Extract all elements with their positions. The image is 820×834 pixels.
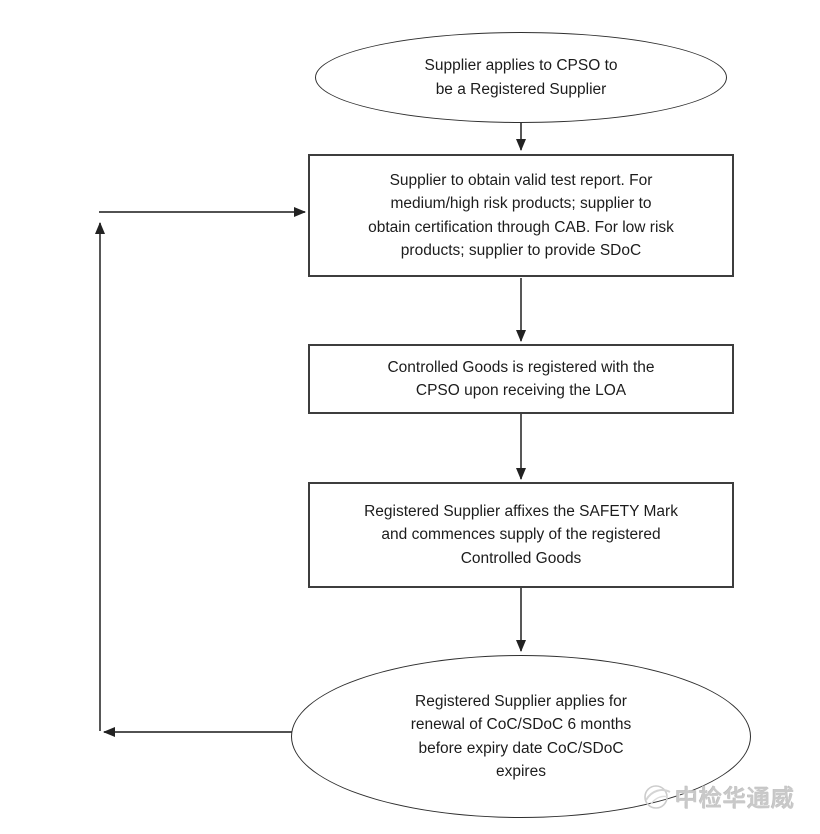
- node-text: Registered Supplier affixes the SAFETY M…: [364, 502, 678, 567]
- flow-node-affix-safety-mark: Registered Supplier affixes the SAFETY M…: [308, 482, 734, 588]
- node-text: Registered Supplier applies for renewal …: [410, 692, 632, 781]
- flow-node-start-ellipse: Supplier applies to CPSO to be a Registe…: [315, 32, 727, 123]
- node-text: Supplier applies to CPSO to be a Registe…: [424, 57, 618, 98]
- node-text: Controlled Goods is registered with the …: [387, 358, 655, 400]
- flow-node-controlled-goods-registered: Controlled Goods is registered with the …: [308, 344, 734, 414]
- flow-node-renewal-ellipse: Registered Supplier applies for renewal …: [291, 655, 751, 818]
- node-text: Supplier to obtain valid test report. Fo…: [368, 171, 674, 260]
- watermark: 中检华通威: [642, 779, 795, 813]
- watermark-text: 中检华通威: [675, 785, 795, 811]
- flow-node-obtain-test-report: Supplier to obtain valid test report. Fo…: [308, 154, 734, 277]
- globe-logo-icon: [644, 785, 671, 809]
